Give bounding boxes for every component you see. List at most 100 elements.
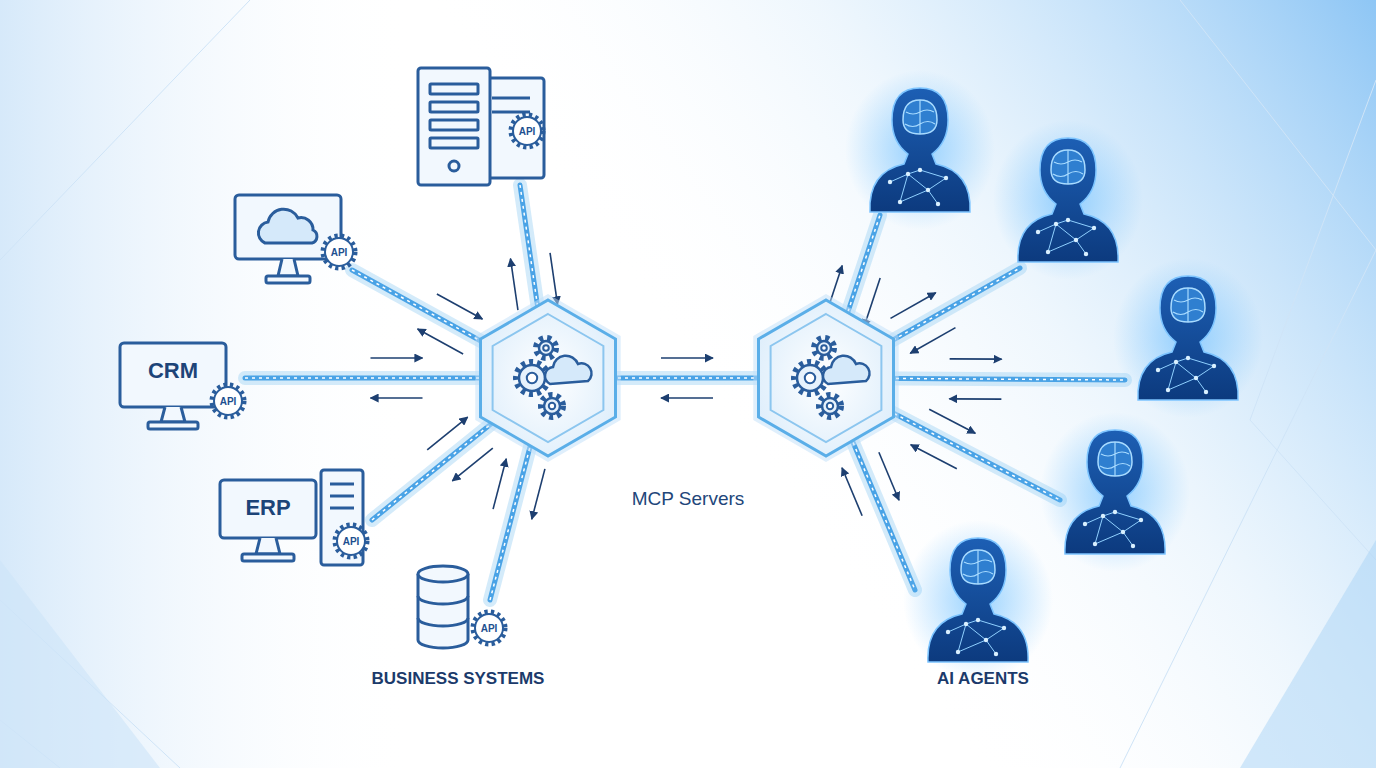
- svg-path: [418, 618, 468, 626]
- svg-rect: [430, 138, 478, 148]
- svg-rect: [148, 422, 198, 429]
- svg-line: [330, 483, 354, 486]
- hexagon-outline: [759, 300, 894, 456]
- api-badge: API: [210, 383, 246, 419]
- flow-arrow: [949, 398, 1001, 400]
- network-dot: [1204, 390, 1208, 394]
- brain-symbol: [1051, 150, 1085, 184]
- svg-path: [256, 538, 280, 554]
- agent-glow: [903, 520, 1053, 680]
- network-dot: [1212, 364, 1216, 368]
- svg-circle: [449, 161, 459, 171]
- gear-teeth: [473, 612, 505, 644]
- gear-hub: [549, 403, 555, 409]
- brain-symbol: [903, 100, 937, 134]
- network-dot: [976, 618, 980, 622]
- gear-ring: [337, 527, 365, 555]
- gear-teeth: [541, 395, 563, 417]
- gear-teeth: [794, 362, 826, 394]
- hexagon-outline: [481, 300, 616, 456]
- mcp-label: MCP Servers: [632, 488, 745, 510]
- gear-hub: [827, 403, 833, 409]
- gear-teeth: [323, 236, 355, 268]
- flow-arrow: [911, 445, 957, 469]
- flow-arrow: [879, 452, 899, 500]
- gear-ring: [214, 387, 242, 415]
- gear-ring: [513, 117, 541, 145]
- network-dot: [898, 200, 902, 204]
- svg-path: [418, 574, 468, 648]
- network-dot: [1084, 252, 1088, 256]
- arrow-group: [371, 253, 1002, 519]
- database-icon: [418, 566, 468, 648]
- gear-teeth: [536, 338, 556, 358]
- agent-silhouette: [1065, 430, 1165, 554]
- network-dot: [1092, 226, 1096, 230]
- flow-arrow: [452, 448, 492, 481]
- svg-path: [258, 209, 317, 243]
- gear-ring: [475, 614, 503, 642]
- gear-ring: [325, 238, 353, 266]
- system-name: CRM: [148, 358, 198, 384]
- svg-path: [278, 259, 298, 276]
- api-text: API: [481, 623, 498, 634]
- flow-arrow: [929, 409, 975, 433]
- svg-ellipse: [418, 566, 468, 582]
- screen-label-box: CRM: [122, 345, 224, 397]
- ai-agent-group: [845, 70, 1263, 680]
- svg-line: [492, 97, 530, 100]
- hexagon-glow: [753, 294, 898, 462]
- background-facet: [1240, 540, 1376, 768]
- flow-arrow: [910, 328, 955, 354]
- network-dot: [1113, 510, 1117, 514]
- api-text: API: [220, 396, 237, 407]
- flow-arrow: [950, 358, 1002, 360]
- gear-hub: [543, 345, 549, 351]
- agent-silhouette: [928, 538, 1028, 662]
- network-dot: [1139, 518, 1143, 522]
- network-dot: [1121, 530, 1125, 534]
- brain-lines: [905, 100, 935, 134]
- gear: [797, 365, 823, 391]
- gear: [544, 398, 560, 414]
- flow-arrow: [418, 329, 464, 354]
- system-name: ERP: [245, 495, 290, 521]
- network-dot: [1074, 238, 1078, 242]
- mcp-server-hexagons: [475, 294, 898, 462]
- network-dot: [918, 168, 922, 172]
- brain-lines: [1100, 442, 1130, 476]
- network-dot: [1174, 360, 1178, 364]
- ai-agent-figure: [845, 70, 995, 230]
- network-lines: [1038, 220, 1094, 254]
- gear-teeth: [516, 362, 548, 394]
- background-facet: [0, 560, 160, 768]
- network-dot: [1131, 544, 1135, 548]
- mcp-hexagon: [753, 294, 898, 462]
- flow-arrow: [842, 468, 862, 516]
- gear: [822, 398, 838, 414]
- network-dot: [1083, 522, 1087, 526]
- network-lines: [1085, 512, 1141, 546]
- network-lines: [1158, 358, 1214, 392]
- cloud-monitor-icon: [235, 195, 341, 283]
- mcp-hexagon: [475, 294, 620, 462]
- svg-line: [330, 507, 354, 510]
- svg-line: [330, 495, 354, 498]
- flow-arrow: [427, 417, 467, 450]
- ai-agent-figure: [993, 120, 1143, 280]
- network-dot: [1066, 218, 1070, 222]
- agent-silhouette: [1138, 276, 1238, 400]
- gear: [519, 365, 545, 391]
- section-label: BUSINESS SYSTEMS: [372, 669, 545, 689]
- agent-silhouette: [870, 88, 970, 212]
- network-dot: [906, 172, 910, 176]
- svg-rect: [430, 120, 478, 130]
- svg-polyline: [0, 0, 250, 260]
- gear-hub: [821, 345, 827, 351]
- network-dot: [926, 188, 930, 192]
- flow-arrow: [661, 357, 713, 359]
- network-dot: [888, 180, 892, 184]
- network-dot: [1194, 376, 1198, 380]
